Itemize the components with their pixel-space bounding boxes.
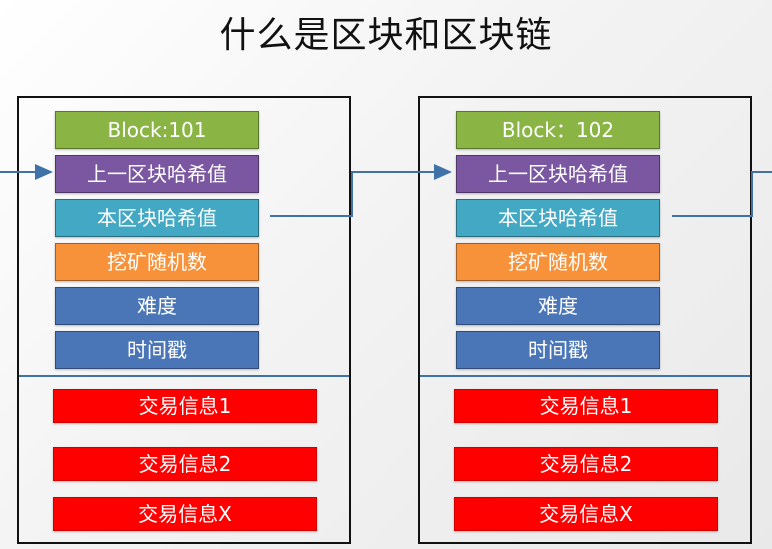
timestamp-field: 时间戳	[55, 331, 259, 369]
prev-hash-field: 上一区块哈希值	[55, 155, 259, 193]
difficulty-field: 难度	[55, 287, 259, 325]
header-body-divider	[19, 375, 349, 377]
timestamp-field: 时间戳	[456, 331, 660, 369]
transaction-2: 交易信息2	[454, 447, 718, 481]
transaction-1: 交易信息1	[53, 389, 317, 423]
header-body-divider	[420, 375, 750, 377]
transaction-1: 交易信息1	[454, 389, 718, 423]
prev-hash-field: 上一区块哈希值	[456, 155, 660, 193]
transaction-x: 交易信息X	[454, 497, 718, 531]
this-hash-field: 本区块哈希值	[55, 199, 259, 237]
transaction-2: 交易信息2	[53, 447, 317, 481]
block-101: Block:101 上一区块哈希值 本区块哈希值 挖矿随机数 难度 时间戳 交易…	[17, 96, 351, 544]
page-title: 什么是区块和区块链	[219, 15, 553, 56]
nonce-field: 挖矿随机数	[55, 243, 259, 281]
difficulty-field: 难度	[456, 287, 660, 325]
block-header: Block：102	[456, 111, 660, 149]
nonce-field: 挖矿随机数	[456, 243, 660, 281]
transaction-x: 交易信息X	[53, 497, 317, 531]
block-header: Block:101	[55, 111, 259, 149]
this-hash-field: 本区块哈希值	[456, 199, 660, 237]
block-102: Block：102 上一区块哈希值 本区块哈希值 挖矿随机数 难度 时间戳 交易…	[418, 96, 752, 544]
